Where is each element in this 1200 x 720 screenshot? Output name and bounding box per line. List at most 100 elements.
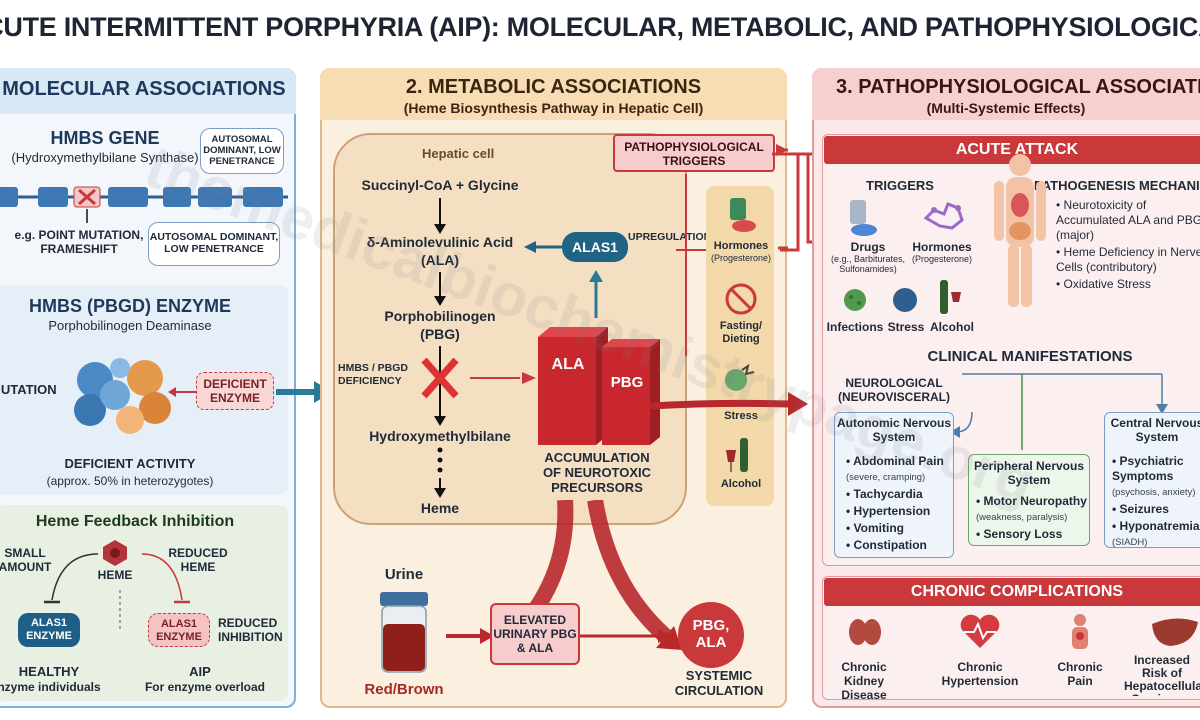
mutation-arrow-label: MUTATION <box>0 382 57 397</box>
arrows-to-acute <box>776 144 788 250</box>
heme-icon <box>103 540 127 566</box>
precursor-columns <box>538 327 660 445</box>
callout-dominant-top: AUTOSOMAL DOMINANT, LOW PENETRANCE <box>200 128 284 174</box>
panel-patho-heading: 3. PATHOPHYSIOLOGICAL ASSOCIATIONS <box>836 76 1200 98</box>
pbg-ala-circle: PBG, ALA <box>678 602 744 668</box>
chronic-ckd: Chronic Kidney Disease <box>841 660 887 702</box>
hormone-pill-icon <box>730 198 756 232</box>
upregulation-arrow <box>589 270 603 318</box>
callout-dominant-bottom: AUTOSOMAL DOMINANT, LOW PENETRANCE <box>148 222 280 266</box>
panel-patho-subheading: (Multi-Systemic Effects) <box>926 100 1086 116</box>
accumulation-label: ACCUMULATION OF NEUROTOXIC PRECURSORS <box>542 450 652 495</box>
trigger-stress: Stress <box>724 410 758 422</box>
mutation-label: e.g. POINT MUTATION, FRAMESHIFT <box>14 228 144 256</box>
trigger-drugs: Drugs <box>850 240 886 254</box>
cns-item-2: • Seizures <box>1112 502 1169 516</box>
central-box <box>1104 412 1200 548</box>
upregulation-label: UPREGULATION <box>628 231 712 243</box>
clinical-manifestations: CLINICAL MANIFESTATIONS <box>927 348 1133 365</box>
trigger-hormones-p3: Hormones <box>912 240 972 254</box>
pain-figure-icon <box>1072 614 1088 649</box>
panel-patho-header <box>812 68 1200 120</box>
arrow-accum-to-manifest <box>650 392 808 416</box>
ala-column-label: ALA <box>551 356 585 373</box>
healthy-sub: Enzyme individuals <box>0 680 101 694</box>
panel-metabolic-subheading: (Heme Biosynthesis Pathway in Hepatic Ce… <box>403 100 704 116</box>
chronic-hcc: Increased Risk of Hepatocellular Carcino… <box>1124 654 1200 696</box>
pathway-step-hmb: Hydroxymethylbilane <box>369 428 511 444</box>
cns-item-3: • Hyponatremia(SIADH) <box>1112 519 1200 548</box>
panel-molecular-heading: 1. MOLECULAR ASSOCIATIONS <box>0 78 286 100</box>
infection-icon <box>844 289 866 311</box>
hepatic-cell-label: Hepatic cell <box>422 146 495 161</box>
healthy-label: HEALTHY <box>18 664 80 679</box>
arrow-urine <box>446 628 494 644</box>
mechanism-item-3: • Oxidative Stress <box>1056 277 1151 291</box>
urine-label: Urine <box>384 566 424 583</box>
deficient-enzyme-badge: DEFICIENT ENZYME <box>196 372 274 410</box>
liver-icon <box>1152 618 1198 646</box>
pathway-step-ala: δ-Aminolevulinic Acid <box>366 234 514 250</box>
main-title: ACUTE INTERMITTENT PORPHYRIA (AIP): MOLE… <box>0 12 1200 42</box>
reduced-inhibition-label: REDUCED INHIBITION <box>218 616 283 644</box>
peripheral-title: Peripheral Nervous System <box>973 459 1085 487</box>
trigger-hormones: Hormones <box>713 240 769 252</box>
pathway-step-pbg-abbr: (PBG) <box>420 326 460 342</box>
pns-item-2: • Sensory Loss <box>976 527 1063 541</box>
trigger-drugs-sub: (e.g., Barbiturates, Sulfonamides) <box>830 254 906 274</box>
alas1-pill: ALAS1 <box>562 232 628 262</box>
enzyme-subtitle: Porphobilinogen Deaminase <box>48 318 212 333</box>
ans-note: (severe, cramping) <box>846 472 926 483</box>
trigger-connectors <box>676 174 706 356</box>
trigger-alcohol: Alcohol <box>720 478 762 490</box>
enzyme-title: HMBS (PBGD) ENZYME <box>29 296 231 316</box>
activity-note: (approx. 50% in heterozygotes) <box>46 474 214 488</box>
ans-item-5: • Constipation <box>846 538 927 552</box>
gene-title: HMBS GENE <box>50 128 160 148</box>
central-title: Central Nervous System <box>1110 416 1200 444</box>
pathogenesis-heading: PATHOGENESIS MECHANISMS <box>1034 178 1200 193</box>
alas1-enzyme-healthy: ALAS1 ENZYME <box>18 613 80 647</box>
drugs-icon <box>850 200 877 236</box>
trigger-hormones-sub: (Progesterone) <box>710 253 772 263</box>
arrow-to-circle <box>580 629 672 643</box>
cns-note-2: (SIADH) <box>1112 537 1148 548</box>
chronic-bar: CHRONIC COMPLICATIONS <box>824 578 1200 606</box>
stress-icon <box>725 363 755 391</box>
trigger-hormones-p3-sub: (Progesterone) <box>911 254 973 264</box>
aip-label: AIP <box>189 664 211 679</box>
pns-item-1: • Motor Neuropathy(weakness, paralysis) <box>976 494 1087 523</box>
peripheral-box <box>968 454 1090 546</box>
heme-label: HEME <box>97 568 133 582</box>
elevated-urinary-box: ELEVATED URINARY PBG & ALA <box>490 603 580 665</box>
kidney-icon <box>849 619 881 645</box>
small-amount-label: SMALL AMOUNT <box>0 546 52 574</box>
gene-diagram <box>0 186 288 223</box>
triggers-box: PATHOPHYSIOLOGICAL TRIGGERS <box>613 134 775 172</box>
pathway-arrows <box>421 198 536 498</box>
ans-item-3: • Hypertension <box>846 504 931 518</box>
body-figure <box>994 154 1046 307</box>
stress-head-icon <box>893 288 917 312</box>
gene-subtitle: (Hydroxymethylbilane Synthase) <box>11 150 199 165</box>
mechanism-item-1: • Neurotoxicity of Accumulated ALA and P… <box>1056 198 1200 242</box>
alas1-arrow <box>524 241 564 253</box>
trigger-stress-p3: Stress <box>887 320 925 334</box>
triggers-heading: TRIGGERS <box>866 178 934 193</box>
mechanism-list: • Neurotoxicity of Accumulated ALA and P… <box>1056 198 1200 294</box>
arrow-to-enzyme <box>168 387 196 397</box>
manifestation-connectors <box>950 373 1168 450</box>
pbg-column-label: PBG <box>610 374 644 391</box>
autonomic-title: Autonomic Nervous System <box>836 416 951 444</box>
alcohol-icon <box>726 438 748 472</box>
pns-note: (weakness, paralysis) <box>976 512 1068 523</box>
pathway-step-pbg: Porphobilinogen <box>384 308 496 324</box>
ans-item-1: • Abdominal Pain(severe, cramping) <box>846 454 944 483</box>
neurological-heading: NEUROLOGICAL (NEUROVISCERAL) <box>837 376 950 404</box>
panel-metabolic-heading: 2. METABOLIC ASSOCIATIONS <box>405 76 702 98</box>
urine-color-label: Red/Brown <box>364 681 444 698</box>
pathway-step-substrates: Succinyl-CoA + Glycine <box>361 177 519 193</box>
ans-item-4: • Vomiting <box>846 521 904 535</box>
cns-item-1: • Psychiatric Symptoms(psychosis, anxiet… <box>1112 454 1196 498</box>
